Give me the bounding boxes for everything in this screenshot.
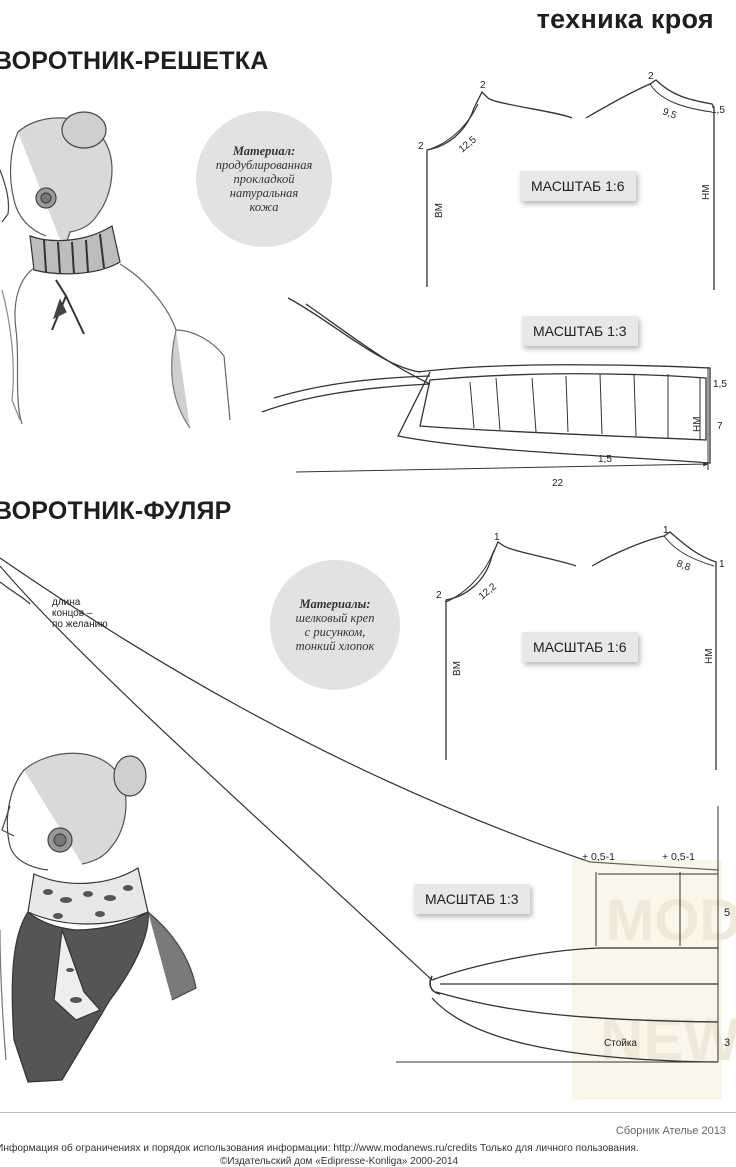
bodice-pattern-2 — [445, 531, 717, 770]
note-line: концов – — [52, 608, 93, 619]
dim-label: + 0,5-1 — [582, 851, 615, 863]
footer-divider — [0, 1112, 736, 1113]
dim-label: + 0,5-1 — [662, 851, 695, 863]
stand-label: Стойка — [604, 1038, 637, 1049]
tail-length-note: длина концов – по желанию — [52, 597, 108, 630]
section-title-collar-grid: ВОРОТНИК-РЕШЕТКА — [0, 47, 269, 75]
scale-label-bodice-1: МАСШТАБ 1:6 — [520, 171, 636, 201]
scale-label-collar-2: МАСШТАБ 1:3 — [414, 884, 530, 914]
back-center-mark: ВМ — [452, 661, 463, 676]
collar-pattern-1 — [261, 297, 711, 473]
scale-label-collar-1: МАСШТАБ 1:3 — [522, 316, 638, 346]
dim-label: 1 — [663, 525, 669, 536]
material-circle-1: Материал: продублированная прокладкой на… — [196, 111, 332, 247]
material-circle-2: Материалы: шелковый креп с рисунком, тон… — [270, 560, 400, 690]
dim-label: 5 — [724, 907, 730, 919]
scarf-tail-lines — [0, 557, 719, 981]
dim-label: 1,5 — [713, 379, 727, 390]
section-title-collar-scarf: ВОРОТНИК-ФУЛЯР — [0, 497, 232, 525]
dim-label: 1 — [494, 532, 500, 543]
watermark: MOD NEW — [572, 860, 736, 1100]
dim-label: 22 — [552, 478, 564, 489]
material-line: тонкий хлопок — [295, 639, 375, 653]
fashion-illustration-1 — [0, 111, 231, 429]
dim-label: 2 — [648, 71, 654, 82]
material-line: с рисунком, — [304, 625, 366, 639]
dim-label: 7 — [717, 421, 723, 432]
front-center-mark: НМ — [704, 648, 715, 664]
front-center-mark: НМ — [692, 416, 703, 432]
dim-label: 12,2 — [477, 581, 499, 602]
dim-label: 1 — [719, 559, 725, 570]
page-header-title: техника кроя — [536, 4, 714, 34]
note-line: по желанию — [52, 619, 108, 630]
dim-label: 2 — [480, 80, 486, 91]
fashion-illustration-2 — [0, 752, 197, 1083]
material-line: натуральная — [229, 186, 299, 200]
note-line: длина — [52, 597, 81, 608]
dim-label: 9,5 — [661, 106, 678, 121]
dim-label: 1,5 — [711, 105, 725, 116]
dim-label: 12,5 — [457, 134, 479, 155]
bodice-pattern-1 — [426, 79, 715, 290]
material-heading: Материалы: — [299, 597, 371, 611]
dim-label: 3 — [724, 1037, 730, 1049]
material-heading: Материал: — [232, 144, 296, 158]
material-line: шелковый креп — [295, 611, 375, 625]
footer-source: Сборник Ателье 2013 — [615, 1125, 726, 1137]
collar-pattern-2 — [396, 806, 719, 1063]
footer-info-text: Информация об ограничениях и порядок исп… — [0, 1143, 639, 1154]
material-line: продублированная — [215, 158, 313, 172]
dim-label: 8,8 — [675, 558, 692, 573]
back-center-mark: ВМ — [434, 203, 445, 218]
front-center-mark: НМ — [701, 184, 712, 200]
dim-label: 2 — [436, 590, 442, 601]
scale-label-bodice-2: МАСШТАБ 1:6 — [522, 632, 638, 662]
dim-label: 1,5 — [598, 454, 612, 465]
dim-label: 2 — [418, 141, 424, 152]
material-line: кожа — [249, 200, 279, 214]
svg-text:MOD: MOD — [606, 888, 736, 953]
material-line: прокладкой — [233, 172, 295, 186]
